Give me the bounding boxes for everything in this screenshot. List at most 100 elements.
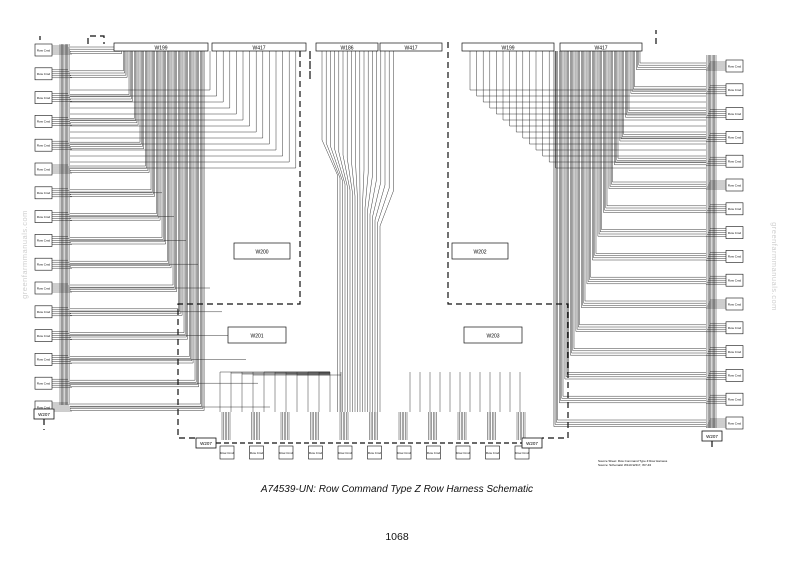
harness-label-boxes: W200 W201 W202 W203 W207 W207 W207 W207 <box>33 242 723 449</box>
svg-text:Row Cmd: Row Cmd <box>37 358 51 362</box>
row-module-left: Row Cmd <box>34 43 53 57</box>
svg-text:Row Cmd: Row Cmd <box>728 88 742 92</box>
row-module-bottom: Row Cmd <box>485 445 500 460</box>
label-w199-right: W199 <box>501 46 514 52</box>
svg-text:Row Cmd: Row Cmd <box>37 239 51 243</box>
label-w207-bottom-left: W207 <box>200 441 212 446</box>
label-w203: W203 <box>486 334 499 340</box>
svg-text:Row Cmd: Row Cmd <box>37 96 51 100</box>
row-module-right: Row Cmd <box>725 369 744 382</box>
harness-boundaries <box>39 30 713 450</box>
svg-text:Row Cmd: Row Cmd <box>397 451 411 455</box>
row-module-left: Row Cmd <box>34 329 53 342</box>
row-module-right: Row Cmd <box>725 107 744 120</box>
row-module-left: Row Cmd <box>34 138 53 152</box>
row-module-left: Row Cmd <box>34 376 53 390</box>
row-module-left: Row Cmd <box>34 210 53 223</box>
label-w207-right: W207 <box>706 434 718 439</box>
row-module-bottom: Row Cmd <box>367 445 382 460</box>
figure-caption: A74539-UN: Row Command Type Z Row Harnes… <box>260 484 534 495</box>
svg-text:Row Cmd: Row Cmd <box>728 160 742 164</box>
svg-text:Row Cmd: Row Cmd <box>728 326 742 330</box>
svg-text:Row Cmd: Row Cmd <box>728 112 742 116</box>
svg-text:Row Cmd: Row Cmd <box>250 451 264 455</box>
svg-text:Row Cmd: Row Cmd <box>728 136 742 140</box>
svg-text:Row Cmd: Row Cmd <box>37 405 51 409</box>
row-module-right: Row Cmd <box>725 131 744 144</box>
row-module-right: Row Cmd <box>725 250 744 263</box>
svg-text:Row Cmd: Row Cmd <box>728 183 742 187</box>
row-module-right: Row Cmd <box>725 392 744 406</box>
label-w207-left: W207 <box>38 412 50 417</box>
row-module-bottom: Row Cmd <box>396 445 412 460</box>
svg-text:Row Cmd: Row Cmd <box>728 421 742 425</box>
svg-text:Row Cmd: Row Cmd <box>728 231 742 235</box>
svg-text:Row Cmd: Row Cmd <box>427 451 441 455</box>
svg-text:Row Cmd: Row Cmd <box>338 451 352 455</box>
row-module-left: Row Cmd <box>34 234 53 247</box>
row-module-bottom: Row Cmd <box>337 445 353 460</box>
svg-text:Row Cmd: Row Cmd <box>37 144 51 148</box>
row-module-right: Row Cmd <box>725 226 744 239</box>
svg-text:Row Cmd: Row Cmd <box>728 255 742 259</box>
watermark-right: greenfarmmanuals.com <box>769 222 779 311</box>
row-module-right: Row Cmd <box>725 321 744 335</box>
svg-text:Row Cmd: Row Cmd <box>37 167 51 171</box>
row-module-left: Row Cmd <box>34 91 53 104</box>
svg-text:Row Cmd: Row Cmd <box>728 350 742 354</box>
row-module-left: Row Cmd <box>34 67 53 81</box>
row-module-bottom: Row Cmd <box>278 445 294 460</box>
row-module-bottom: Row Cmd <box>455 445 471 460</box>
row-module-right: Row Cmd <box>725 297 744 311</box>
svg-text:Row Cmd: Row Cmd <box>728 302 742 306</box>
svg-text:Row Cmd: Row Cmd <box>37 334 51 338</box>
row-module-right: Row Cmd <box>725 416 744 430</box>
svg-text:Row Cmd: Row Cmd <box>37 191 51 195</box>
row-module-right: Row Cmd <box>725 83 744 97</box>
svg-text:Row Cmd: Row Cmd <box>37 72 51 76</box>
note-line-1: Source Sheet: Row Command Type Z Row Har… <box>598 459 668 463</box>
label-w417-center: W417 <box>404 46 417 52</box>
row-module-right: Row Cmd <box>725 154 744 168</box>
svg-text:Row Cmd: Row Cmd <box>220 451 234 455</box>
page-number: 1068 <box>385 531 409 543</box>
wire-bundle <box>52 44 726 440</box>
row-module-bottom: Row Cmd <box>308 445 323 460</box>
row-module-bottom: Row Cmd <box>249 445 264 460</box>
label-w200: W200 <box>255 250 268 256</box>
row-module-right: Row Cmd <box>725 178 744 192</box>
svg-text:Row Cmd: Row Cmd <box>37 120 51 124</box>
svg-text:Row Cmd: Row Cmd <box>456 451 470 455</box>
svg-text:Row Cmd: Row Cmd <box>728 374 742 378</box>
label-w199: W199 <box>154 46 167 52</box>
svg-text:Row Cmd: Row Cmd <box>728 398 742 402</box>
row-module-right: Row Cmd <box>725 202 744 216</box>
svg-text:Row Cmd: Row Cmd <box>728 207 742 211</box>
label-w202: W202 <box>473 250 486 256</box>
svg-text:Row Cmd: Row Cmd <box>37 48 51 52</box>
label-w201: W201 <box>250 334 263 340</box>
row-module-left: Row Cmd <box>34 186 53 200</box>
row-module-right: Row Cmd <box>725 273 744 287</box>
top-connectors: W199 W417 W186 W417 W199 W417 <box>113 42 643 52</box>
label-w417: W417 <box>252 46 265 52</box>
row-module-left: Row Cmd <box>34 257 53 271</box>
svg-text:Row Cmd: Row Cmd <box>728 279 742 283</box>
label-w207-bottom-right: W207 <box>526 441 538 446</box>
row-module-left: Row Cmd <box>34 305 53 319</box>
svg-text:Row Cmd: Row Cmd <box>37 382 51 386</box>
row-module-left: Row Cmd <box>34 353 53 366</box>
svg-text:Row Cmd: Row Cmd <box>515 451 529 455</box>
svg-text:Row Cmd: Row Cmd <box>486 451 500 455</box>
svg-text:Row Cmd: Row Cmd <box>279 451 293 455</box>
svg-text:Row Cmd: Row Cmd <box>728 64 742 68</box>
svg-text:Row Cmd: Row Cmd <box>37 310 51 314</box>
row-module-right: Row Cmd <box>725 59 744 73</box>
label-w186: W186 <box>340 46 353 52</box>
row-module-bottom: Row Cmd <box>219 445 235 460</box>
watermark-left: greenfarmmanuals.com <box>19 210 29 299</box>
row-module-bottom: Row Cmd <box>426 445 441 460</box>
label-w417-right: W417 <box>594 46 607 52</box>
row-module-left: Row Cmd <box>34 281 53 295</box>
